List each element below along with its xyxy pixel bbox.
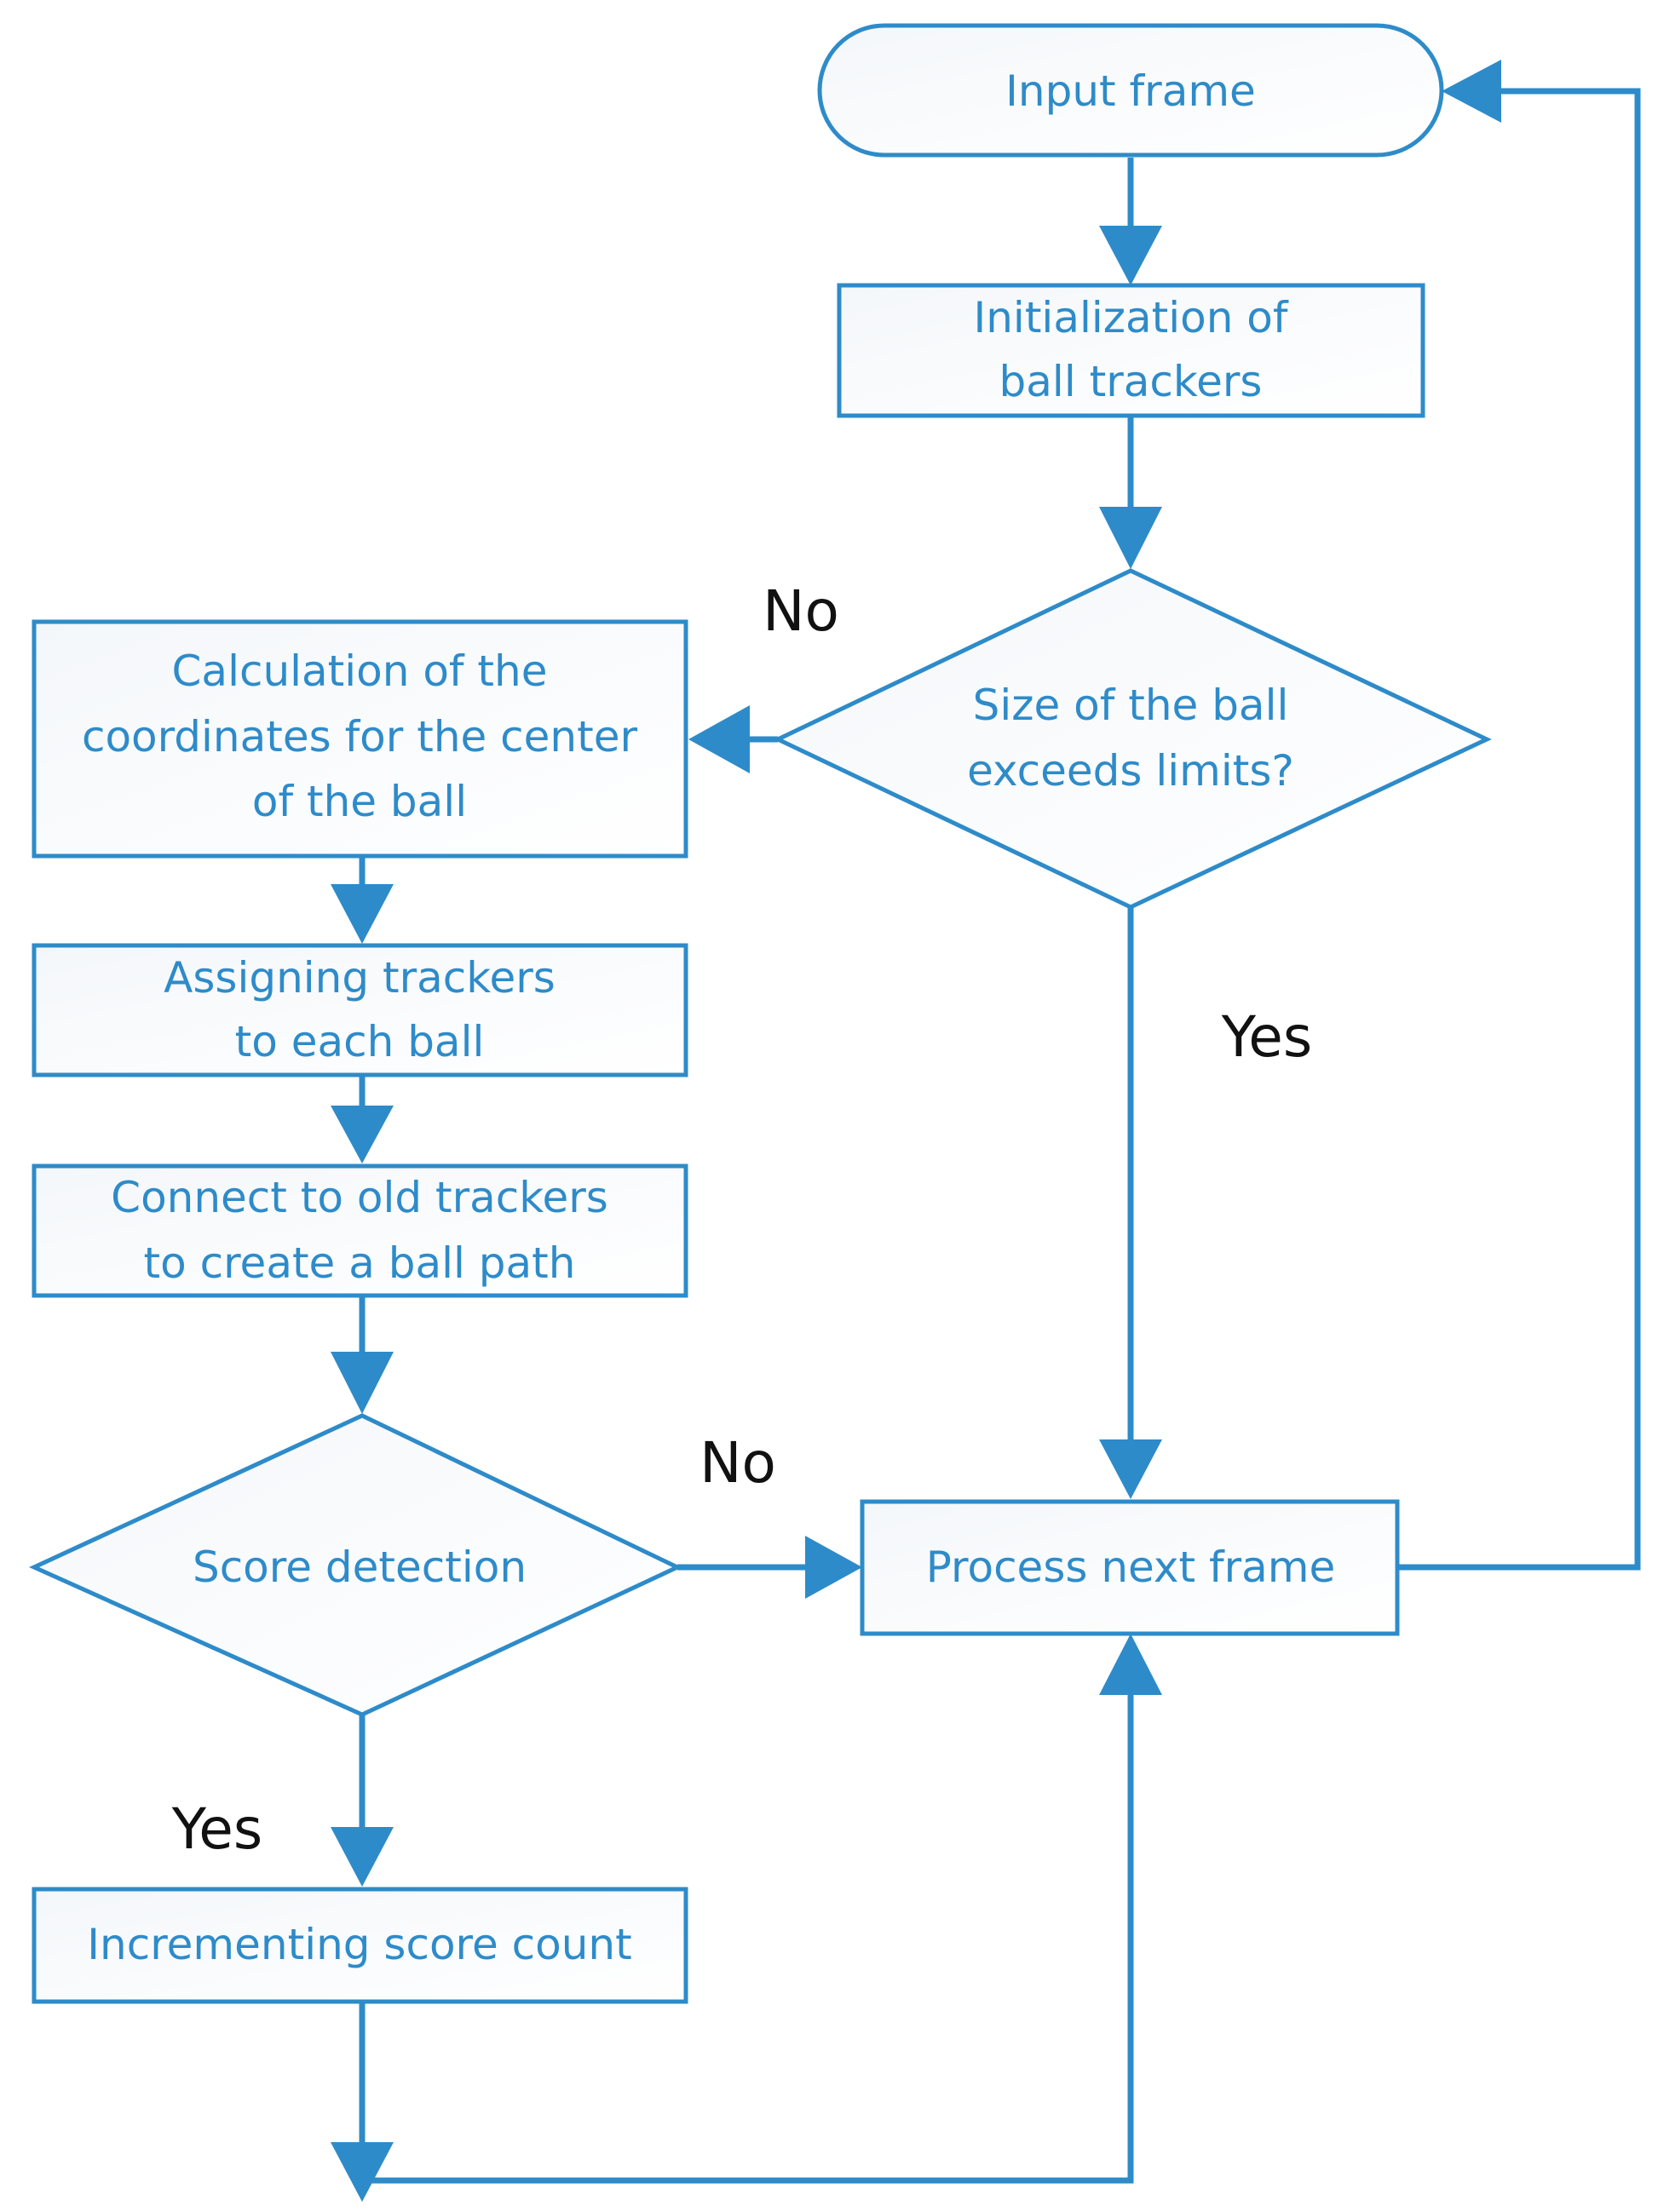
score-no-label: No bbox=[699, 1430, 776, 1496]
size-check-node bbox=[773, 568, 1492, 910]
size-no-label: No bbox=[763, 578, 839, 644]
increment-score-label: Incrementing score count bbox=[87, 1920, 631, 1969]
init-trackers-label-line1: Initialization of bbox=[974, 293, 1289, 342]
calc-center-label-line1: Calculation of the bbox=[172, 646, 548, 696]
calc-center-label-line3: of the ball bbox=[252, 777, 467, 826]
branch-labels: No Yes No Yes bbox=[171, 578, 1313, 1862]
nodes bbox=[28, 23, 1492, 2004]
assign-trackers-label-line2: to each ball bbox=[235, 1017, 485, 1066]
size-yes-label: Yes bbox=[1221, 1004, 1313, 1070]
arrowhead-calc bbox=[688, 705, 750, 773]
edge-increment-loop bbox=[359, 1678, 1134, 2184]
arrowhead-process-left bbox=[805, 1536, 862, 1599]
process-next-node bbox=[860, 1499, 1400, 1636]
score-yes-label: Yes bbox=[171, 1796, 263, 1862]
size-check-label-line1: Size of the ball bbox=[973, 681, 1289, 730]
init-trackers-node bbox=[837, 283, 1425, 418]
arrowhead-connect bbox=[331, 1106, 394, 1163]
calc-center-node bbox=[32, 619, 688, 859]
arrowhead-score bbox=[331, 1352, 394, 1414]
connect-trackers-label-line2: to create a ball path bbox=[144, 1238, 576, 1288]
arrowhead-process-top bbox=[1099, 1439, 1162, 1499]
arrowhead-assign bbox=[331, 884, 394, 944]
input-frame-label: Input frame bbox=[1005, 66, 1256, 116]
connectors bbox=[331, 60, 1641, 2202]
process-next-label: Process next frame bbox=[926, 1543, 1336, 1592]
score-detection-node bbox=[28, 1413, 682, 1717]
size-check-label-line2: exceeds limits? bbox=[967, 746, 1294, 796]
connect-trackers-label-line1: Connect to old trackers bbox=[111, 1173, 608, 1222]
assign-trackers-label-line1: Assigning trackers bbox=[164, 953, 556, 1003]
input-frame-node bbox=[817, 23, 1444, 158]
arrowhead-input bbox=[1442, 60, 1501, 123]
arrowhead-init bbox=[1099, 226, 1162, 285]
arrowhead-loop-down bbox=[331, 2142, 394, 2202]
connect-trackers-node bbox=[32, 1163, 688, 1298]
arrowhead-size bbox=[1099, 507, 1162, 569]
score-detection-label: Score detection bbox=[193, 1543, 527, 1592]
init-trackers-label-line2: ball trackers bbox=[999, 357, 1263, 406]
arrowhead-process-bottom bbox=[1099, 1634, 1162, 1695]
calc-center-label-line2: coordinates for the center bbox=[82, 712, 638, 761]
arrowhead-increment bbox=[331, 1827, 394, 1887]
node-labels: Input frame Initialization of ball track… bbox=[82, 66, 1335, 1969]
assign-trackers-node bbox=[32, 943, 688, 1077]
edge-process-back-to-input bbox=[1397, 88, 1641, 1571]
increment-score-node bbox=[32, 1887, 688, 2004]
